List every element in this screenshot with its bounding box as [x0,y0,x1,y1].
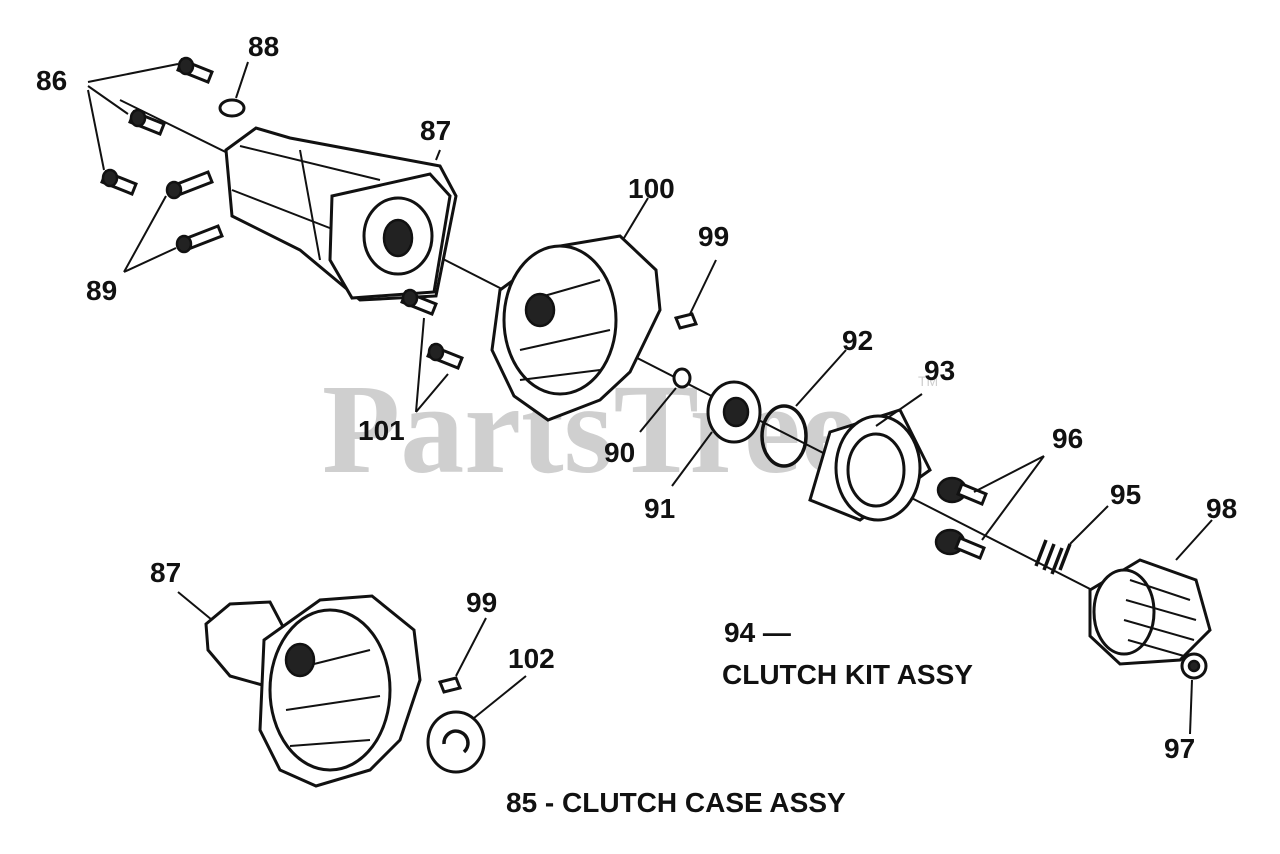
callout-95: 95 [1110,479,1141,510]
callout-101: 101 [358,415,405,446]
part-96-clutch-parts [934,455,1045,560]
callout-labels: 86 88 87 89 100 99 101 90 91 92 93 96 95… [36,31,1237,764]
callout-94: 94 — [724,617,791,648]
watermark-tm: TM [918,373,938,389]
part-93-clutch-drum [808,393,932,522]
callout-86: 86 [36,65,67,96]
callout-93: 93 [924,355,955,386]
callout-99-bottom: 99 [466,587,497,618]
part-86-screws [87,56,214,196]
callout-96: 96 [1052,423,1083,454]
callout-87-bottom: 87 [150,557,181,588]
caption-clutch-case: 85 - CLUTCH CASE ASSY [506,787,846,818]
part-95-spring [1034,505,1109,575]
part-97-nut [1180,652,1208,735]
callout-98: 98 [1206,493,1237,524]
part-99-key-top [673,259,717,330]
part-87-housing [224,126,458,302]
part-101-screws [400,288,464,413]
part-88-washer [218,61,249,118]
callout-92: 92 [842,325,873,356]
callout-97: 97 [1164,733,1195,764]
part-90-washer [639,367,692,433]
callout-102: 102 [508,643,555,674]
part-91-bearing [671,380,762,487]
callout-88: 88 [248,31,279,62]
callout-99-top: 99 [698,221,729,252]
part-89-bolts [123,170,224,273]
callout-91: 91 [644,493,675,524]
callout-90: 90 [604,437,635,468]
bottom-clutch-case-assembly [177,591,527,788]
captions: CLUTCH KIT ASSY 85 - CLUTCH CASE ASSY [506,659,973,818]
part-100-clutch-case [490,197,662,422]
callout-87-top: 87 [420,115,451,146]
part-92-ring [760,349,847,468]
part-98-clutch-assembly [1088,519,1213,666]
caption-clutch-kit: CLUTCH KIT ASSY [722,659,973,690]
callout-100: 100 [628,173,675,204]
callout-89: 89 [86,275,117,306]
